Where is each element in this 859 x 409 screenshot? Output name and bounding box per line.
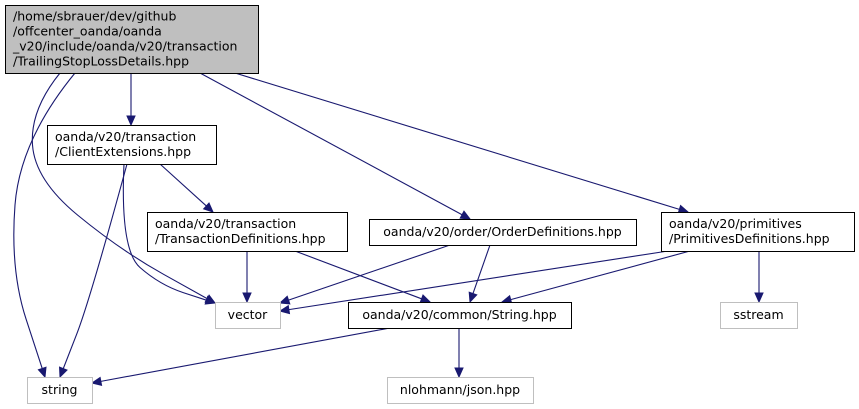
edge-line	[294, 250, 422, 300]
node-label-line: sstream	[733, 307, 783, 322]
edges-layer	[13, 72, 764, 386]
node-box	[47, 125, 217, 165]
edge-orderdefs-to-vector	[278, 244, 451, 305]
edge-primdefs-to-sstream	[754, 251, 764, 304]
nodes-layer: /home/sbrauer/dev/github/offcenter_oanda…	[5, 5, 855, 404]
edge-clientext-to-vector	[122, 163, 217, 305]
edge-line	[159, 163, 207, 207]
node-orderdefs[interactable]: oanda/v20/order/OrderDefinitions.hpp	[369, 219, 637, 246]
node-label-line: /ClientExtensions.hpp	[55, 144, 191, 159]
edge-line	[510, 250, 691, 301]
edge-clientext-to-string	[59, 163, 128, 379]
node-label-line: oanda/v20/primitives	[669, 216, 802, 231]
edge-root-to-primdefs	[234, 72, 690, 214]
edge-line	[31, 72, 208, 300]
node-label-line: /home/sbrauer/dev/github	[13, 9, 176, 24]
node-label-line: nlohmann/json.hpp	[400, 382, 520, 397]
node-box	[387, 377, 534, 404]
node-sstream: sstream	[720, 302, 798, 329]
edge-line	[472, 244, 491, 294]
node-primdefs[interactable]: oanda/v20/primitives/PrimitivesDefinitio…	[661, 212, 855, 252]
node-box	[27, 377, 93, 404]
node-box	[661, 212, 855, 252]
node-string: string	[27, 377, 93, 404]
node-box	[5, 5, 259, 74]
arrow-head	[90, 376, 103, 386]
arrow-head	[278, 304, 291, 315]
node-label-line: /PrimitivesDefinitions.hpp	[669, 231, 830, 246]
edge-primdefs-to-commonstring	[500, 250, 691, 305]
arrow-head	[59, 366, 68, 379]
node-commonstring[interactable]: oanda/v20/common/String.hpp	[348, 302, 572, 329]
edge-line	[199, 72, 463, 216]
edge-line	[13, 72, 76, 369]
node-label-line: oanda/v20/transaction	[55, 129, 196, 144]
arrow-head	[468, 291, 478, 304]
node-label-line: oanda/v20/transaction	[155, 216, 296, 231]
edge-orderdefs-to-commonstring	[468, 244, 491, 304]
arrow-head	[204, 295, 217, 305]
edge-primdefs-to-vector	[278, 250, 669, 315]
arrow-head	[278, 295, 291, 305]
edge-root-to-string	[13, 72, 76, 379]
node-label-line: /offcenter_oanda/oanda	[13, 24, 162, 39]
edge-commonstring-to-string	[90, 327, 391, 386]
node-box	[720, 302, 798, 329]
arrow-head	[754, 292, 764, 304]
edge-line	[288, 250, 669, 311]
edge-line	[122, 163, 207, 301]
arrow-head	[459, 210, 472, 220]
node-label-line: _v20/include/oanda/v20/transaction	[12, 39, 237, 54]
node-clientext[interactable]: oanda/v20/transaction/ClientExtensions.h…	[47, 125, 217, 165]
edge-clientext-to-txdefs	[159, 163, 214, 213]
edge-root-to-orderdefs	[199, 72, 472, 220]
node-label-line: oanda/v20/order/OrderDefinitions.hpp	[383, 224, 621, 239]
arrow-head	[126, 115, 136, 127]
node-vector: vector	[215, 302, 281, 329]
node-box	[348, 302, 572, 329]
edge-line	[288, 244, 451, 301]
node-label-line: oanda/v20/common/String.hpp	[362, 307, 556, 322]
node-txdefs[interactable]: oanda/v20/transaction/TransactionDefinit…	[147, 212, 348, 252]
arrow-head	[242, 292, 252, 304]
edge-line	[100, 327, 391, 382]
edge-line	[62, 163, 128, 369]
node-root: /home/sbrauer/dev/github/offcenter_oanda…	[5, 5, 259, 74]
edge-commonstring-to-json	[454, 328, 464, 379]
arrow-head	[454, 367, 464, 379]
node-label-line: /TrailingStopLossDetails.hpp	[13, 54, 189, 69]
edge-line	[234, 72, 680, 210]
node-label-line: vector	[228, 307, 269, 322]
edge-root-to-clientext	[126, 73, 136, 127]
node-json: nlohmann/json.hpp	[387, 377, 534, 404]
node-label-line: string	[42, 382, 78, 397]
node-box	[215, 302, 281, 329]
arrow-head	[202, 202, 214, 213]
node-box	[369, 219, 637, 246]
arrow-head	[419, 294, 432, 304]
edge-txdefs-to-vector	[242, 251, 252, 304]
arrow-head	[37, 366, 47, 379]
node-box	[147, 212, 348, 252]
node-label-line: /TransactionDefinitions.hpp	[155, 231, 326, 246]
